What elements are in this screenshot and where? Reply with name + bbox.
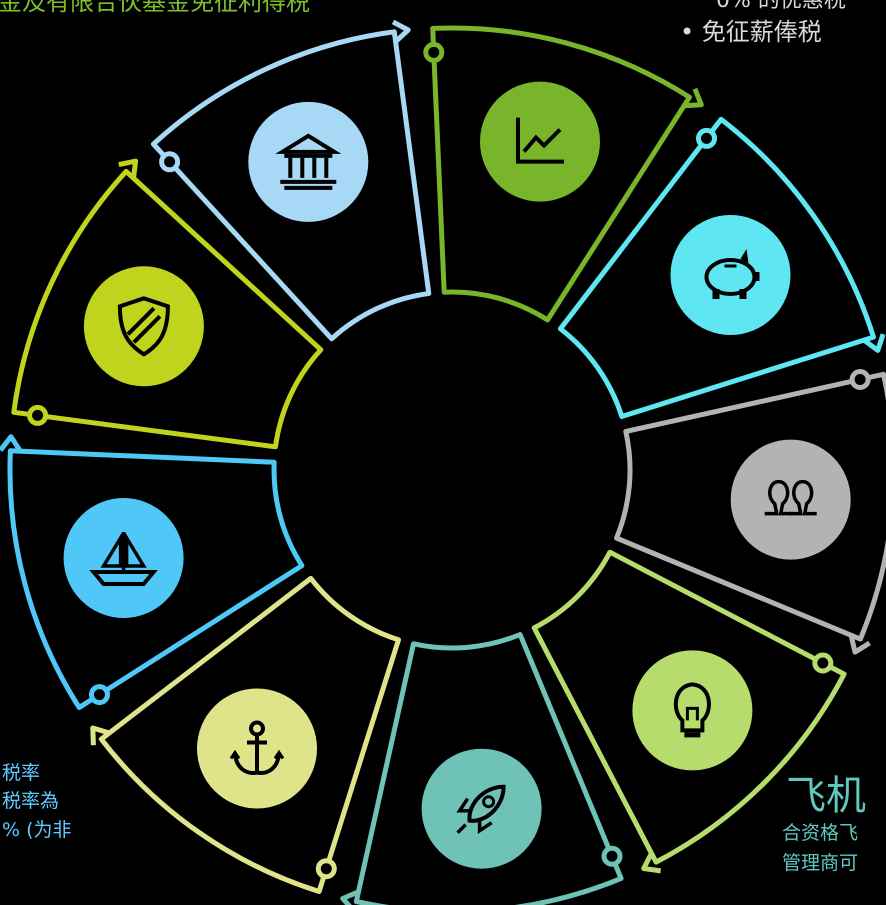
- right-caption-2: 管理商可: [782, 852, 859, 874]
- ring-segment: [340, 632, 624, 905]
- connector-dot: [696, 127, 717, 149]
- top-right-caption-1: 0% 的优惠税: [716, 0, 846, 13]
- ring-segment: [557, 116, 886, 419]
- arrowhead: [391, 19, 411, 44]
- right-caption-1: 合资格飞: [782, 822, 859, 844]
- ring-segment: [0, 434, 305, 710]
- center-hub: [280, 298, 624, 642]
- connector-dot: [159, 151, 181, 173]
- lightbulb-icon: [632, 650, 753, 771]
- top-right-bullet: • 免征薪俸税: [680, 18, 822, 46]
- arrowhead: [848, 634, 871, 655]
- ring-segment: [531, 549, 847, 874]
- people-icon: [730, 439, 851, 560]
- arrowhead: [641, 852, 662, 874]
- arrowhead: [90, 725, 111, 746]
- connector-dot: [423, 41, 445, 63]
- shield-icon: [83, 266, 204, 387]
- line-chart-icon: [480, 81, 600, 202]
- connector-dot: [89, 684, 110, 706]
- ring-segment: [90, 575, 401, 894]
- left-caption-2: 税率為: [2, 790, 60, 812]
- arrowhead: [0, 434, 23, 453]
- connector-dot: [812, 652, 834, 674]
- arrowhead: [340, 889, 360, 905]
- aircraft-title: 飞机: [786, 773, 866, 819]
- connector-dot: [27, 404, 49, 426]
- connector-dot: [315, 858, 337, 880]
- bank-icon: [248, 101, 369, 222]
- rocket-icon: [421, 748, 542, 869]
- arrowhead: [862, 333, 886, 353]
- connector-dot: [601, 845, 623, 867]
- connector-dot: [849, 369, 871, 390]
- left-caption-3: % (为非: [2, 819, 72, 841]
- ring-segment: [11, 158, 324, 450]
- piggy-bank-icon: [670, 215, 791, 335]
- sailboat-icon: [63, 498, 184, 618]
- ring-segment: [423, 25, 704, 323]
- left-caption-1: 税率: [2, 762, 41, 784]
- arrowhead: [118, 158, 139, 179]
- anchor-icon: [197, 688, 317, 809]
- ring-segment: [150, 19, 432, 342]
- arrowhead: [683, 87, 704, 109]
- top-left-caption: 基金及有限合伙基金免征利得税: [0, 0, 310, 16]
- ring-segment: [614, 369, 886, 655]
